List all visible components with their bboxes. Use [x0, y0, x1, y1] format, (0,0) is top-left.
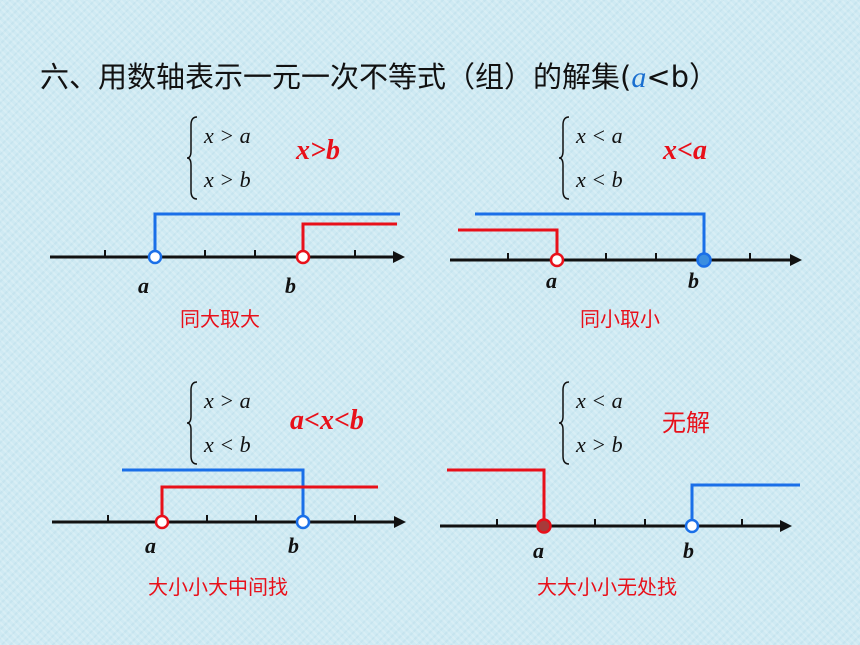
system-line-1: x < a	[576, 388, 623, 413]
title-a: a	[631, 61, 647, 94]
point-label-b: b	[285, 273, 296, 298]
system-line-2: x > b	[204, 167, 251, 192]
number-line	[450, 212, 802, 268]
number-line	[50, 212, 405, 265]
brace-icon	[186, 381, 198, 465]
panel-between: x > a x < b a<x<b a b 大小小大中间找	[0, 375, 430, 599]
page-title: 六、用数轴表示一元一次不等式（组）的解集(a<b）	[40, 60, 719, 94]
mnemonic-rule: 同小取小	[580, 307, 660, 331]
solution-result: x<a	[663, 135, 707, 166]
brace-icon	[558, 381, 570, 465]
point-label-a: a	[138, 273, 149, 298]
point-label-b: b	[288, 533, 299, 558]
system-line-2: x > b	[576, 432, 623, 457]
brace-icon	[186, 116, 198, 200]
system-line-2: x < b	[204, 432, 251, 457]
number-line	[52, 468, 406, 530]
point-label-b: b	[688, 268, 699, 293]
point-label-a: a	[546, 268, 557, 293]
system-line-1: x > a	[204, 388, 251, 413]
mnemonic-rule: 大大小小无处找	[537, 575, 677, 599]
mnemonic-rule: 同大取大	[180, 307, 260, 331]
point-label-b: b	[683, 538, 694, 563]
point-label-a: a	[533, 538, 544, 563]
panel-same-less: x < a x < b x<a a b 同小取小	[420, 110, 850, 331]
number-line	[440, 468, 800, 534]
system-line-1: x < a	[576, 123, 623, 148]
solution-result: x>b	[296, 135, 340, 166]
point-label-a: a	[145, 533, 156, 558]
title-rest: <b）	[646, 60, 719, 94]
system-line-2: x < b	[576, 167, 623, 192]
solution-result: 无解	[662, 409, 710, 437]
panel-no-solution: x < a x > b 无解 a b 大大小小无处找	[420, 375, 850, 599]
mnemonic-rule: 大小小大中间找	[148, 575, 288, 599]
panel-same-greater: x > a x > b x>b a b 同大取大	[0, 110, 430, 331]
brace-icon	[558, 116, 570, 200]
system-line-1: x > a	[204, 123, 251, 148]
solution-result: a<x<b	[290, 405, 364, 436]
